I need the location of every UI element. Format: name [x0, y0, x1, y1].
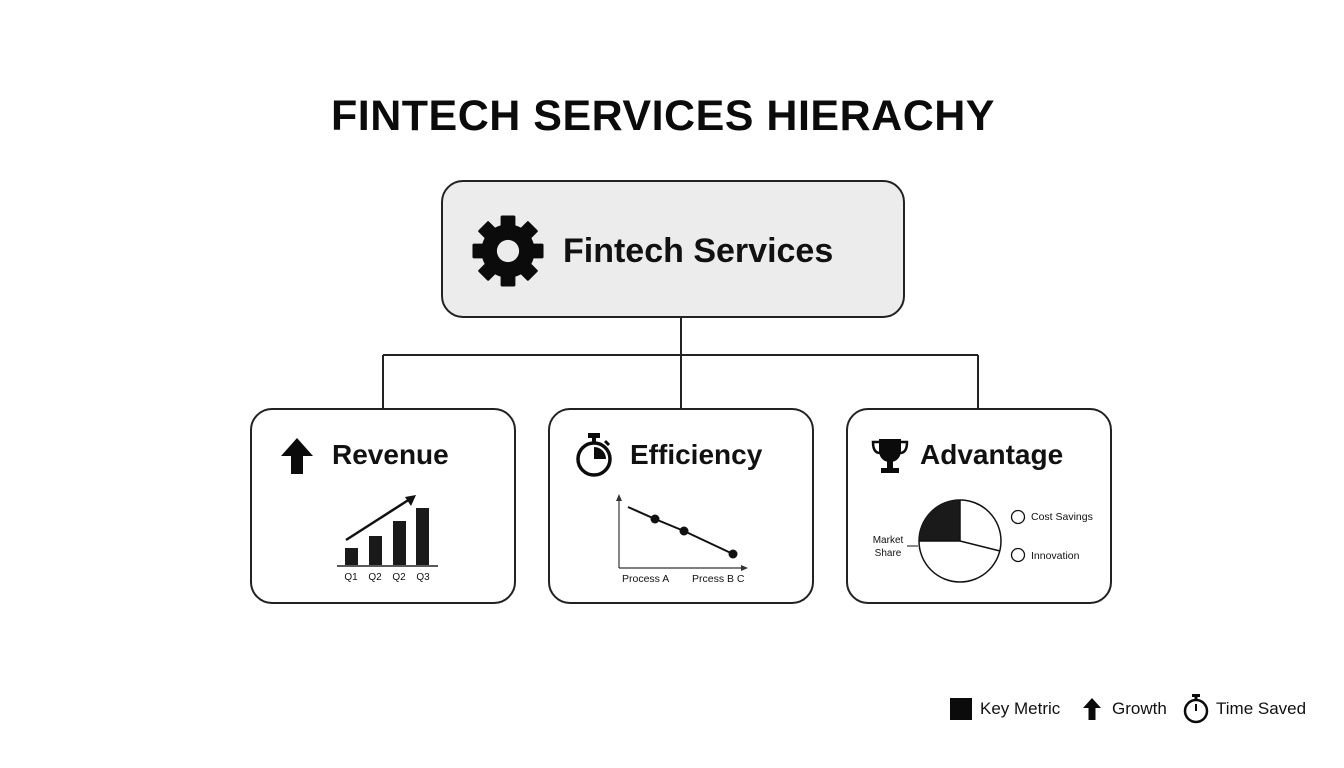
efficiency-line-chart: Process A Prcess B C: [616, 494, 748, 585]
card-efficiency: Efficiency Process A Prcess B C: [548, 408, 814, 604]
gear-icon: [472, 215, 544, 287]
revenue-bar-chart: Q1 Q2 Q2 Q3: [337, 495, 438, 583]
label-process-b: Prcess B C: [692, 573, 745, 585]
point-3: [728, 549, 738, 559]
card-revenue: Revenue Q1 Q2 Q2 Q3: [250, 408, 516, 604]
root-node-fintech-services: Fintech Services: [441, 180, 905, 318]
stopwatch-icon: [1183, 694, 1209, 724]
stopwatch-icon: [576, 433, 612, 477]
bar-q2b: [393, 521, 406, 565]
tick-q3: Q3: [416, 572, 430, 583]
trophy-icon: [871, 439, 909, 473]
legend-cost-savings: Cost Savings: [1031, 511, 1093, 523]
legend-label-time-saved: Time Saved: [1216, 699, 1307, 718]
bar-q1: [345, 548, 358, 565]
diagram-title: FINTECH SERVICES HIERACHY: [331, 92, 995, 140]
card-label-advantage: Advantage: [920, 439, 1064, 470]
card-label-efficiency: Efficiency: [630, 439, 763, 470]
bar-q2: [369, 536, 382, 565]
legend-dot-innovation: [1010, 547, 1026, 563]
bar-q3: [416, 508, 429, 565]
tick-q1: Q1: [344, 572, 358, 583]
card-label-revenue: Revenue: [332, 439, 449, 470]
tick-q2b: Q2: [392, 572, 406, 583]
legend-label-key-metric: Key Metric: [980, 699, 1061, 718]
root-label: Fintech Services: [563, 232, 834, 270]
legend-label-growth: Growth: [1112, 699, 1167, 718]
up-arrow-icon: [281, 438, 313, 474]
tick-q2: Q2: [368, 572, 382, 583]
filled-square-icon: [950, 698, 972, 720]
up-arrow-icon: [1083, 698, 1101, 720]
legend-innovation: Innovation: [1031, 550, 1080, 562]
label-process-a: Process A: [622, 573, 669, 585]
point-2: [679, 526, 689, 536]
point-1: [650, 514, 660, 524]
slice-key-metric: [919, 500, 960, 541]
legend-dot-cost-savings: [1010, 509, 1026, 525]
